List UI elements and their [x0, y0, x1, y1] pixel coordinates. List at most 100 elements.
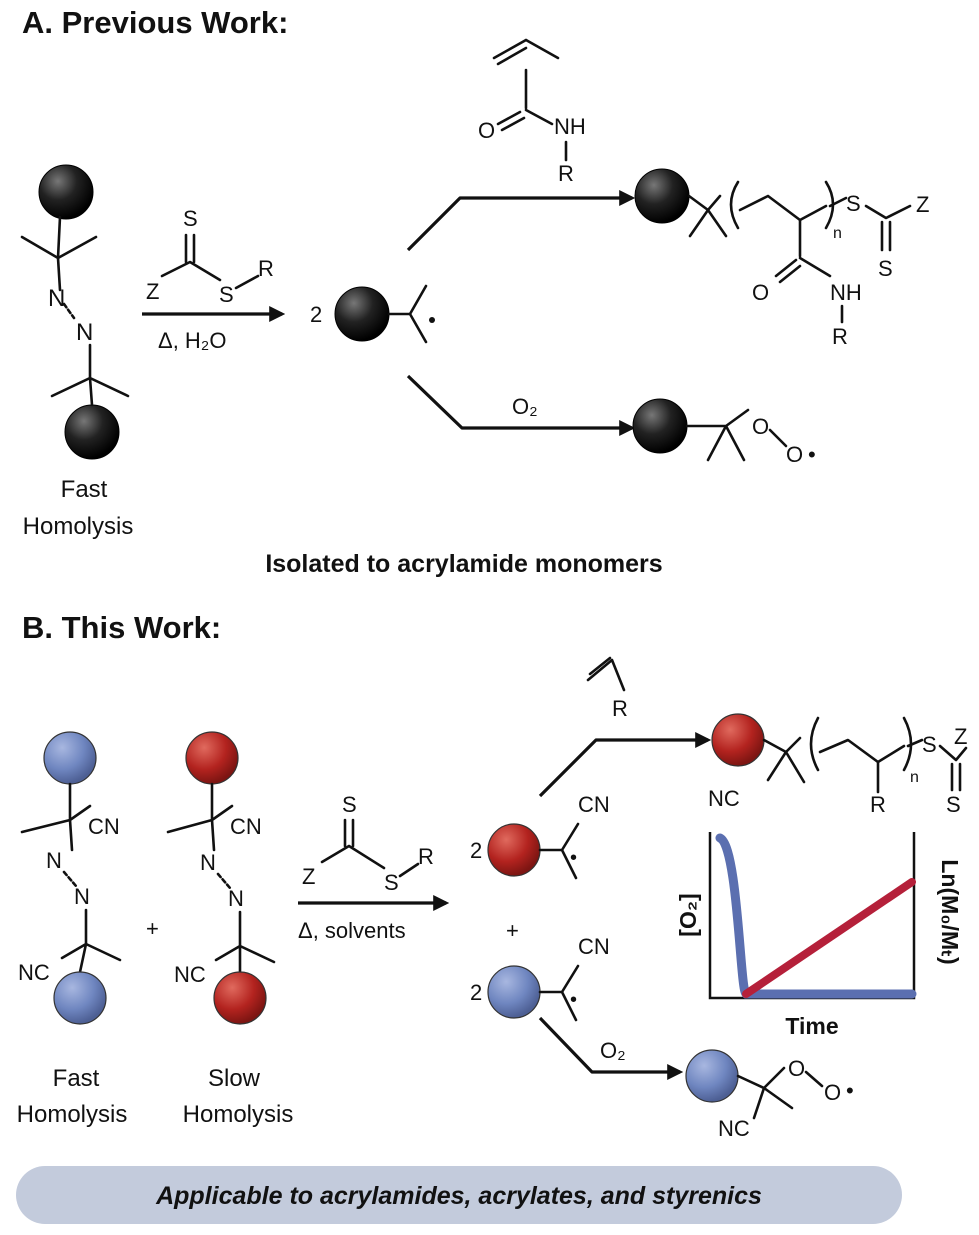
atom-nc: NC [174, 962, 206, 987]
atom-z: Z [954, 724, 967, 749]
coefficient: 2 [470, 838, 482, 863]
atom-s: S [846, 191, 861, 216]
radical-dot: • [570, 989, 577, 1011]
fast-homolysis-label-b: Homolysis [17, 1101, 128, 1128]
radical-dot: • [808, 442, 816, 467]
atom-r: R [612, 696, 628, 721]
fast-homolysis-initiator: CN N N NC Fast Homolysis [17, 731, 128, 1128]
oxygen-label-b: O₂ [600, 1038, 626, 1063]
polymerization-line [742, 878, 916, 998]
atom-s: S [946, 792, 961, 817]
atom-z: Z [302, 864, 315, 889]
atom-o: O [478, 118, 495, 143]
atom-z: Z [916, 192, 929, 217]
atom-s: S [183, 206, 198, 231]
coefficient: 2 [310, 302, 322, 327]
atom-cn: CN [230, 814, 262, 839]
atom-nh: NH [554, 114, 586, 139]
polymer-product-b: NC R n S Z S [708, 713, 967, 817]
polyacrylamide-product: n S Z S O NH R [634, 168, 929, 349]
blue-sphere-icon [487, 965, 541, 1019]
radical-dot: • [570, 847, 577, 869]
atom-z: Z [146, 279, 159, 304]
coefficient: 2 [470, 980, 482, 1005]
branch-arrow-polymerization-b [538, 732, 712, 798]
graph-xlabel: Time [785, 1013, 838, 1039]
radical-dot: • [846, 1078, 854, 1103]
applicability-banner [16, 1166, 902, 1224]
plus-sign: + [146, 916, 159, 941]
atom-cn: CN [88, 814, 120, 839]
red-sphere-icon [487, 823, 541, 877]
atom-n: N [228, 886, 244, 911]
radical-dot [429, 317, 435, 323]
atom-r: R [558, 161, 574, 186]
blue-sphere-icon [43, 731, 97, 785]
graph-right-ylabel: Ln(M₀/Mₜ) [937, 859, 963, 964]
conditions-a: Δ, H₂O [158, 328, 226, 353]
section-b-heading: B. This Work: [22, 610, 221, 645]
applicability-banner-text: Applicable to acrylamides, acrylates, an… [155, 1182, 762, 1210]
atom-s: S [219, 282, 234, 307]
branch-arrow-oxygen-a [406, 374, 636, 436]
atom-cn: CN [578, 792, 610, 817]
atom-r: R [832, 324, 848, 349]
repeat-n: n [833, 225, 842, 242]
fast-homolysis-label-b: Fast [53, 1065, 100, 1092]
peroxy-radical-b: NC O O • [685, 1049, 854, 1141]
fast-homolysis-label-a: Homolysis [23, 513, 134, 540]
branch-arrow-polymerization-a [406, 190, 636, 252]
raft-agent-b: S Z S R [302, 792, 434, 895]
atom-r: R [870, 792, 886, 817]
atom-cn: CN [578, 934, 610, 959]
atom-nh: NH [830, 280, 862, 305]
black-sphere-icon [634, 168, 690, 224]
atom-n: N [46, 848, 62, 873]
acrylamide-monomer: O NH R [478, 38, 586, 186]
slow-homolysis-initiator: CN N N NC Slow Homolysis [166, 731, 294, 1128]
atom-o: O [752, 414, 769, 439]
blue-sphere-icon [685, 1049, 739, 1103]
atom-n: N [74, 884, 90, 909]
atom-s: S [342, 792, 357, 817]
atom-o: O [786, 442, 803, 467]
atom-r: R [258, 256, 274, 281]
branch-arrow-oxygen-b [538, 1016, 684, 1080]
oxygen-consumption-curve [715, 833, 917, 999]
slow-homolysis-label: Slow [208, 1065, 261, 1092]
atom-n: N [76, 319, 93, 346]
atom-s: S [922, 732, 937, 757]
fast-homolysis-label-a: Fast [61, 476, 108, 503]
section-a-heading: A. Previous Work: [22, 5, 288, 40]
atom-r: R [418, 844, 434, 869]
red-sphere-icon [213, 971, 267, 1025]
atom-n: N [200, 850, 216, 875]
atom-nc: NC [18, 960, 50, 985]
red-sphere-icon [711, 713, 765, 767]
atom-nc: NC [708, 786, 740, 811]
black-sphere-icon [334, 286, 390, 342]
black-sphere-icon [64, 404, 120, 460]
oxygen-label-a: O₂ [512, 394, 538, 419]
slow-homolysis-label: Homolysis [183, 1101, 294, 1128]
black-sphere-icon [38, 164, 94, 220]
black-sphere-icon [632, 398, 688, 454]
blue-sphere-icon [53, 971, 107, 1025]
raft-agent-a: S Z S R [146, 206, 274, 307]
atom-n: N [48, 285, 65, 312]
atom-s: S [384, 870, 399, 895]
vinyl-monomer: R [586, 656, 628, 721]
azo-initiator-a: N N Fast Homolysis [20, 164, 134, 540]
atom-o: O [824, 1080, 841, 1105]
peroxy-radical-a: O O • [632, 398, 816, 467]
red-sphere-icon [185, 731, 239, 785]
atom-s: S [878, 256, 893, 281]
atom-o: O [752, 280, 769, 305]
atom-o: O [788, 1056, 805, 1081]
graph-left-ylabel: [O₂] [675, 893, 701, 936]
section-a-footer: Isolated to acrylamide monomers [265, 550, 662, 578]
atom-nc: NC [718, 1116, 750, 1141]
plus-sign: + [506, 918, 519, 943]
repeat-n: n [910, 769, 919, 786]
